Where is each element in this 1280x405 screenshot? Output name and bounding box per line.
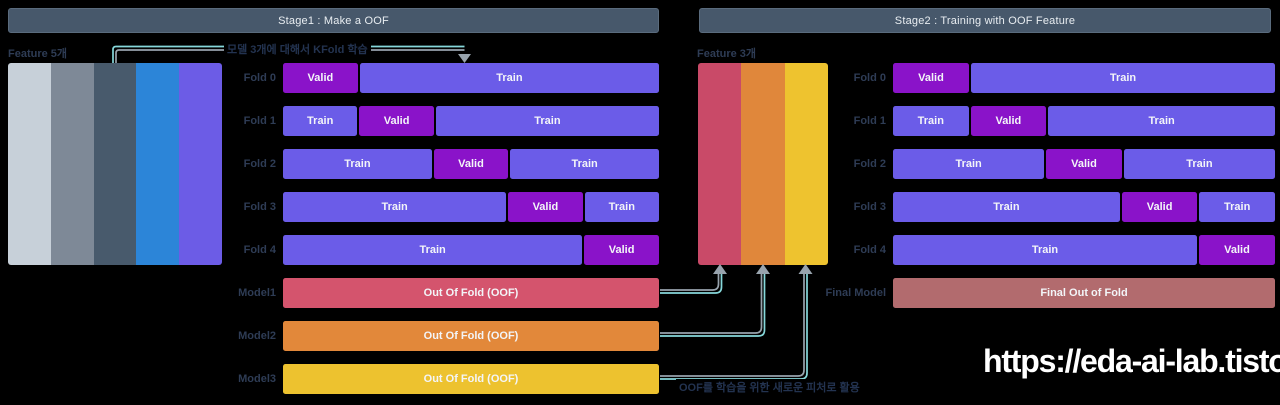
final-model-row: Final Model Final Out of Fold (0, 278, 1275, 308)
valid-segment: Valid (433, 149, 509, 179)
bar: Out Of Fold (OOF) (283, 321, 659, 351)
valid-segment: Valid (893, 63, 969, 93)
train-segment: Train (1199, 192, 1275, 222)
train-segment: Train (1048, 106, 1275, 136)
train-segment: Train (283, 149, 432, 179)
train-segment: Train (283, 235, 583, 265)
watermark-url: https://eda-ai-lab.tistor (983, 343, 1280, 379)
feature-column (698, 63, 742, 265)
row-label: Final Model (825, 287, 887, 299)
train-segment: Train (510, 149, 659, 179)
stage2-feature-block (698, 63, 828, 265)
row-label: Fold 3 (243, 201, 276, 213)
row-label: Fold 4 (853, 244, 886, 256)
row-label: Model2 (238, 330, 276, 342)
feature-column (179, 63, 222, 265)
row-label: Fold 1 (243, 115, 276, 127)
train-segment: Train (584, 192, 660, 222)
feature-column (784, 63, 828, 265)
train-segment: Train (283, 106, 358, 136)
train-segment: Train (435, 106, 660, 136)
model-row: Model2 Out Of Fold (OOF) (0, 321, 659, 351)
feature-column (136, 63, 180, 265)
valid-segment: Valid (584, 235, 659, 265)
stage2-header: Stage2 : Training with OOF Feature (699, 8, 1271, 33)
valid-segment: Valid (508, 192, 583, 222)
oof-segment: Out Of Fold (OOF) (283, 278, 659, 308)
row-label: Fold 2 (853, 158, 886, 170)
bar: Out Of Fold (OOF) (283, 278, 659, 308)
bar: Final Out of Fold (893, 278, 1275, 308)
down-arrowhead-icon (458, 54, 471, 63)
row-label: Fold 0 (853, 72, 886, 84)
feature-column (741, 63, 785, 265)
kfold-annotation: 모델 3개에 대해서 KFold 학습 (224, 41, 371, 57)
row-label: Model1 (238, 287, 276, 299)
row-label: Model3 (238, 373, 276, 385)
feature-column (93, 63, 137, 265)
oof-annotation: OOF를 학습을 위한 새로운 피처로 활용 (676, 379, 863, 395)
train-segment: Train (893, 106, 969, 136)
feature-column (8, 63, 51, 265)
row-label: Fold 1 (853, 115, 886, 127)
train-segment: Train (893, 149, 1045, 179)
train-segment: Train (893, 235, 1197, 265)
train-segment: Train (1123, 149, 1275, 179)
stage2-feature-count-label: Feature 3개 (697, 48, 757, 60)
valid-segment: Valid (283, 63, 358, 93)
valid-segment: Valid (1046, 149, 1122, 179)
valid-segment: Valid (1121, 192, 1198, 222)
oof-segment: Out Of Fold (OOF) (283, 321, 659, 351)
valid-segment: Valid (970, 106, 1047, 136)
model-row: Model1 Out Of Fold (OOF) (0, 278, 659, 308)
row-label: Fold 3 (853, 201, 886, 213)
stage2-title: Stage2 : Training with OOF Feature (894, 14, 1076, 27)
final-oof-segment: Final Out of Fold (893, 278, 1275, 308)
train-segment: Train (283, 192, 507, 222)
row-label: Fold 0 (243, 72, 276, 84)
row-label: Fold 2 (243, 158, 276, 170)
train-segment: Train (971, 63, 1275, 93)
model-row: Model3 Out Of Fold (OOF) (0, 364, 659, 394)
oof-segment: Out Of Fold (OOF) (283, 364, 659, 394)
train-segment: Train (893, 192, 1120, 222)
train-segment: Train (359, 63, 659, 93)
valid-segment: Valid (1199, 235, 1275, 265)
stage1-header: Stage1 : Make a OOF (8, 8, 659, 33)
stage1-feature-block (8, 63, 222, 265)
stage1-feature-count-label: Feature 5개 (8, 48, 68, 60)
feature-column (50, 63, 94, 265)
bar: Out Of Fold (OOF) (283, 364, 659, 394)
stage1-title: Stage1 : Make a OOF (278, 14, 389, 27)
row-label: Fold 4 (243, 244, 276, 256)
valid-segment: Valid (359, 106, 434, 136)
